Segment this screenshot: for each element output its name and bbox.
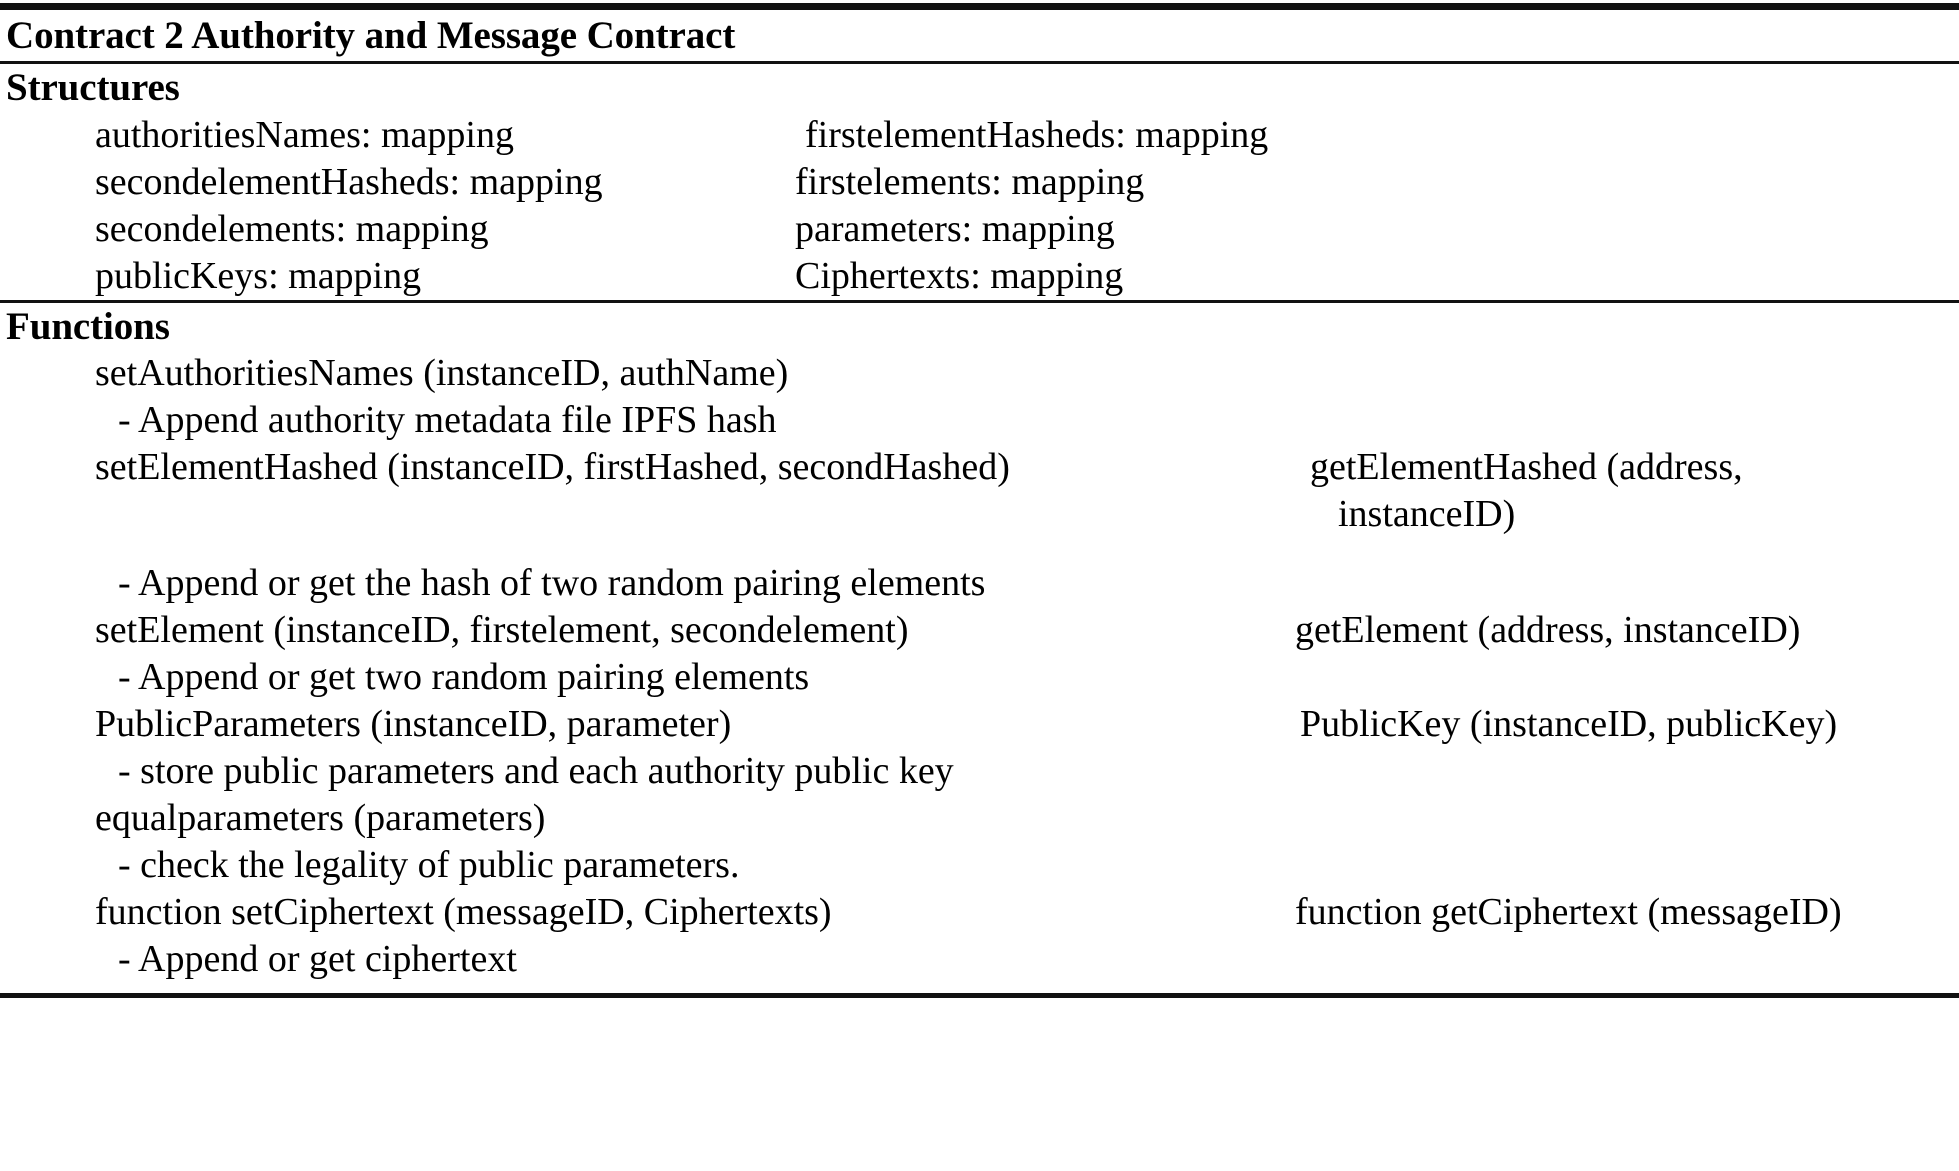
function-description-row: - Append or get ciphertext [0, 936, 1959, 983]
function-description: - store public parameters and each autho… [118, 750, 954, 793]
function-row: equalparameters (parameters) [0, 795, 1959, 842]
table-caption: Contract 2 Authority and Message Contrac… [6, 14, 736, 57]
structures-functions-separator-rule [0, 299, 1959, 303]
section-heading-structures: Structures [6, 65, 180, 109]
table-bottom-rule [0, 993, 1959, 999]
function-signature-left: PublicParameters (instanceID, parameter) [95, 703, 732, 746]
function-signature-right-line1: getElementHashed (address, [1310, 446, 1743, 489]
structure-name-right: firstelements: mapping [795, 160, 1145, 203]
section-heading-functions: Functions [6, 304, 170, 348]
function-signature-left: function setCiphertext (messageID, Ciphe… [95, 891, 832, 934]
function-description: - check the legality of public parameter… [118, 844, 740, 887]
structures-rows: authoritiesNames: mapping firstelementHa… [0, 112, 1959, 300]
structure-name-left: secondelementHasheds: mapping [95, 160, 603, 203]
contract-spec-table: Contract 2 Authority and Message Contrac… [0, 3, 1959, 999]
function-description-row: - store public parameters and each autho… [0, 748, 1959, 795]
structures-row: secondelements: mapping parameters: mapp… [0, 206, 1959, 253]
function-description: - Append or get the hash of two random p… [118, 562, 986, 605]
function-row: function setCiphertext (messageID, Ciphe… [0, 889, 1959, 936]
structures-row: authoritiesNames: mapping firstelementHa… [0, 112, 1959, 159]
function-signature-right: getElement (address, instanceID) [1295, 609, 1801, 652]
structure-name-right: parameters: mapping [795, 207, 1115, 250]
structure-name-right: firstelementHasheds: mapping [805, 113, 1269, 156]
function-description: - Append or get ciphertext [118, 938, 517, 981]
function-description-row: - Append or get the hash of two random p… [0, 560, 1959, 607]
function-description: - Append or get two random pairing eleme… [118, 656, 810, 699]
structure-name-right: Ciphertexts: mapping [795, 254, 1124, 297]
structures-row: publicKeys: mapping Ciphertexts: mapping [0, 253, 1959, 300]
function-row: setElement (instanceID, firstelement, se… [0, 607, 1959, 654]
structure-name-left: authoritiesNames: mapping [95, 113, 514, 156]
function-signature-left: equalparameters (parameters) [95, 797, 546, 840]
function-signature-right: PublicKey (instanceID, publicKey) [1300, 703, 1838, 746]
function-description-row: - Append authority metadata file IPFS ha… [0, 397, 1959, 444]
function-description-row: - Append or get two random pairing eleme… [0, 654, 1959, 701]
bottom-spacer [0, 983, 1959, 993]
function-signature-left: setElement (instanceID, firstelement, se… [95, 609, 909, 652]
structure-name-left: secondelements: mapping [95, 207, 489, 250]
function-signature-left: setAuthoritiesNames (instanceID, authNam… [95, 352, 789, 395]
table-top-rule [0, 3, 1959, 10]
structure-name-left: publicKeys: mapping [95, 254, 422, 297]
function-signature-left: setElementHashed (instanceID, firstHashe… [95, 446, 1010, 489]
function-description: - Append authority metadata file IPFS ha… [118, 399, 777, 442]
function-description-row: - check the legality of public parameter… [0, 842, 1959, 889]
caption-separator-rule [0, 60, 1959, 64]
function-row: PublicParameters (instanceID, parameter)… [0, 701, 1959, 748]
row-spacer [0, 538, 1959, 560]
functions-rows: setAuthoritiesNames (instanceID, authNam… [0, 350, 1959, 993]
function-row: setElementHashed (instanceID, firstHashe… [0, 444, 1959, 538]
structures-row: secondelementHasheds: mapping firsteleme… [0, 159, 1959, 206]
function-signature-right: getElementHashed (address, instanceID) [1310, 444, 1930, 538]
function-signature-right-line2: instanceID) [1338, 493, 1516, 536]
function-row: setAuthoritiesNames (instanceID, authNam… [0, 350, 1959, 397]
function-signature-right: function getCiphertext (messageID) [1295, 891, 1842, 934]
